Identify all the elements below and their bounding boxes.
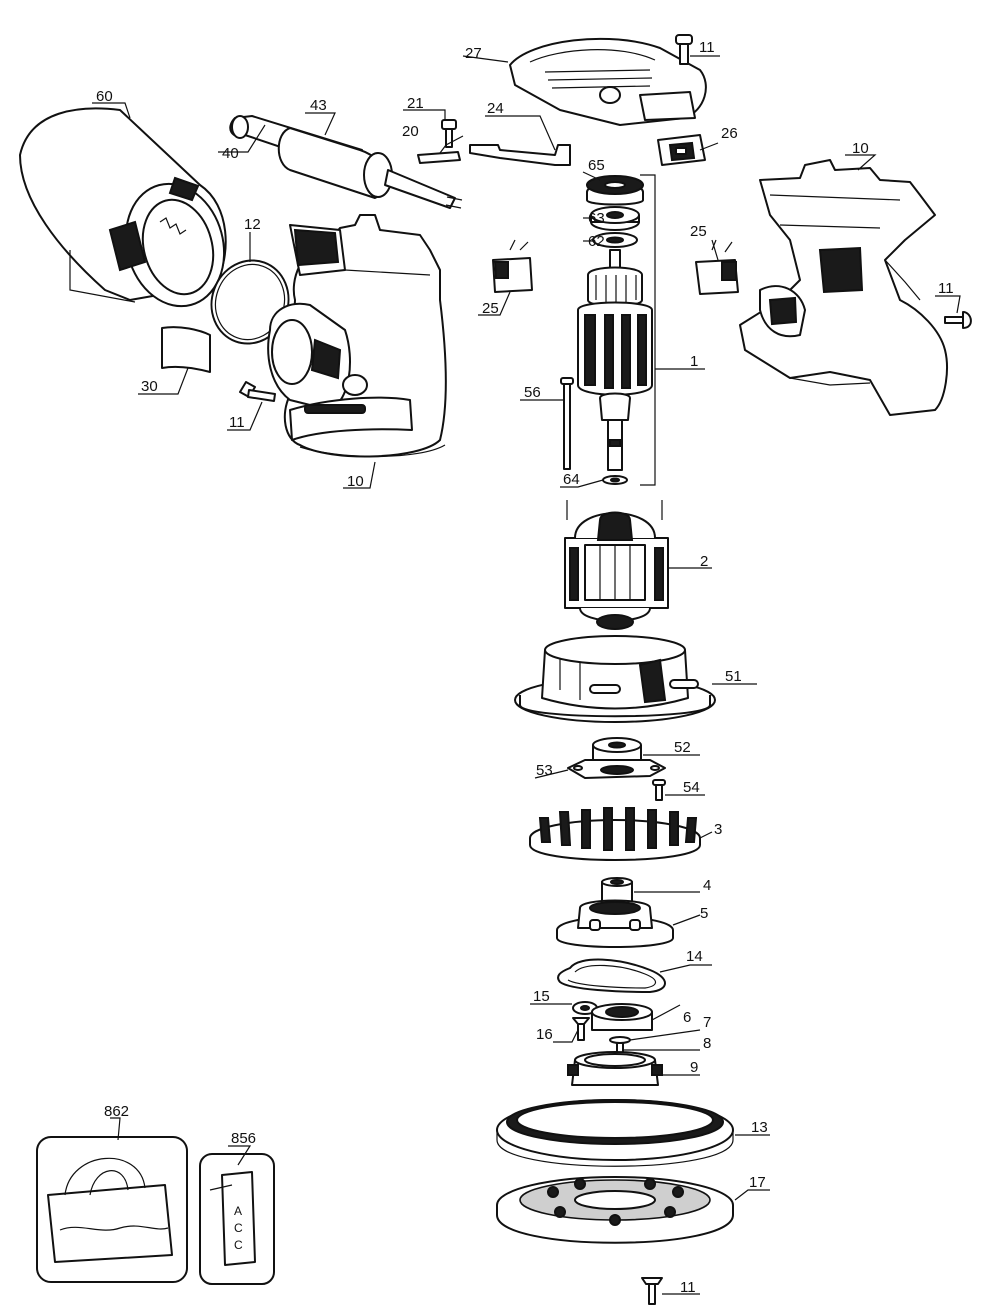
callout-40: 40 bbox=[222, 145, 239, 162]
callout-862: 862 bbox=[104, 1103, 129, 1120]
callout-4: 4 bbox=[703, 877, 711, 894]
part-11-screw-top bbox=[675, 34, 693, 65]
callout-54: 54 bbox=[683, 779, 700, 796]
callout-11-right: 11 bbox=[938, 280, 954, 297]
part-16-screw bbox=[572, 1017, 590, 1041]
part-14-seal bbox=[557, 958, 666, 993]
part-40-43-cord bbox=[229, 115, 463, 209]
part-10-right-housing bbox=[739, 159, 948, 416]
callout-11-top: 11 bbox=[699, 39, 715, 56]
part-64-washer bbox=[602, 475, 628, 485]
part-63-bearing bbox=[590, 206, 640, 231]
callout-13: 13 bbox=[751, 1119, 768, 1136]
callout-24: 24 bbox=[487, 100, 504, 117]
callout-25-right: 25 bbox=[690, 223, 707, 240]
part-56-long-screw bbox=[560, 377, 574, 470]
callout-26: 26 bbox=[721, 125, 738, 142]
part-27-top-cover bbox=[509, 37, 707, 126]
part-26-switch bbox=[657, 134, 706, 166]
callout-56: 56 bbox=[524, 384, 541, 401]
callout-11-bottom: 11 bbox=[680, 1279, 696, 1296]
label-856-line-3: C bbox=[234, 1238, 243, 1252]
callout-64: 64 bbox=[563, 471, 580, 488]
callout-6: 6 bbox=[683, 1009, 691, 1026]
callout-12: 12 bbox=[244, 216, 261, 233]
callout-63: 63 bbox=[588, 210, 605, 227]
part-2-field bbox=[564, 500, 669, 630]
part-21-screw bbox=[441, 119, 457, 148]
part-11-screw-left bbox=[239, 381, 276, 402]
part-10-left-housing bbox=[267, 214, 447, 458]
callout-17: 17 bbox=[749, 1174, 766, 1191]
callout-10-left: 10 bbox=[347, 473, 364, 490]
part-30-label bbox=[161, 326, 211, 373]
callout-labels: 27 11 21 20 24 43 40 60 12 30 11 10 26 6… bbox=[96, 39, 954, 1296]
part-62-washer bbox=[592, 232, 638, 248]
callout-7: 7 bbox=[703, 1014, 711, 1031]
callout-25-left: 25 bbox=[482, 300, 499, 317]
callout-8: 8 bbox=[703, 1035, 711, 1052]
callout-20: 20 bbox=[402, 123, 419, 140]
part-24-switch-rod bbox=[469, 144, 571, 166]
part-12-o-ring bbox=[210, 259, 290, 345]
callout-16: 16 bbox=[536, 1026, 553, 1043]
callout-27: 27 bbox=[465, 45, 482, 62]
callout-5: 5 bbox=[700, 905, 708, 922]
callout-30: 30 bbox=[141, 378, 158, 395]
part-51-bearing-housing bbox=[514, 635, 716, 723]
part-53-bearing-retainer bbox=[567, 759, 666, 779]
callout-14: 14 bbox=[686, 948, 703, 965]
bracket-1 bbox=[640, 174, 656, 486]
part-20-cord-clamp bbox=[417, 151, 461, 164]
part-17-sanding-pad bbox=[496, 1176, 734, 1244]
part-5-lower-housing bbox=[556, 899, 674, 948]
callout-1: 1 bbox=[690, 353, 698, 370]
part-60-dust-canister bbox=[19, 107, 227, 308]
callout-51: 51 bbox=[725, 668, 742, 685]
part-856-label-card: A C C bbox=[199, 1153, 275, 1285]
part-25-brush-holder-right bbox=[695, 239, 739, 295]
callout-53: 53 bbox=[536, 762, 553, 779]
callout-62: 62 bbox=[588, 233, 605, 250]
part-3-fan bbox=[529, 807, 701, 861]
leader-lines bbox=[92, 55, 961, 1295]
part-862-bag bbox=[36, 1136, 188, 1283]
callout-52: 52 bbox=[674, 739, 691, 756]
callout-43: 43 bbox=[310, 97, 327, 114]
part-54-screw bbox=[652, 779, 666, 801]
part-65-bearing bbox=[586, 175, 644, 206]
label-856-line-1: A bbox=[234, 1204, 242, 1218]
label-856-line-2: C bbox=[234, 1221, 243, 1235]
callout-3: 3 bbox=[714, 821, 722, 838]
part-9-pad-brake bbox=[567, 1051, 663, 1086]
callout-11-left: 11 bbox=[229, 414, 245, 431]
part-1-armature bbox=[577, 249, 653, 471]
part-11-screw-bottom bbox=[641, 1277, 663, 1305]
callout-60: 60 bbox=[96, 88, 113, 105]
callout-10-right: 10 bbox=[852, 140, 869, 157]
callout-2: 2 bbox=[700, 553, 708, 570]
part-4-counterweight bbox=[601, 877, 633, 903]
part-6-bearing bbox=[591, 1003, 653, 1031]
part-25-brush-holder-left bbox=[492, 239, 533, 293]
part-11-screw-right bbox=[944, 311, 972, 329]
callout-65: 65 bbox=[588, 157, 605, 174]
callout-15: 15 bbox=[533, 988, 550, 1005]
callout-9: 9 bbox=[690, 1059, 698, 1076]
callout-856: 856 bbox=[231, 1130, 256, 1147]
part-13-pad-ring bbox=[496, 1099, 734, 1167]
callout-21: 21 bbox=[407, 95, 424, 112]
